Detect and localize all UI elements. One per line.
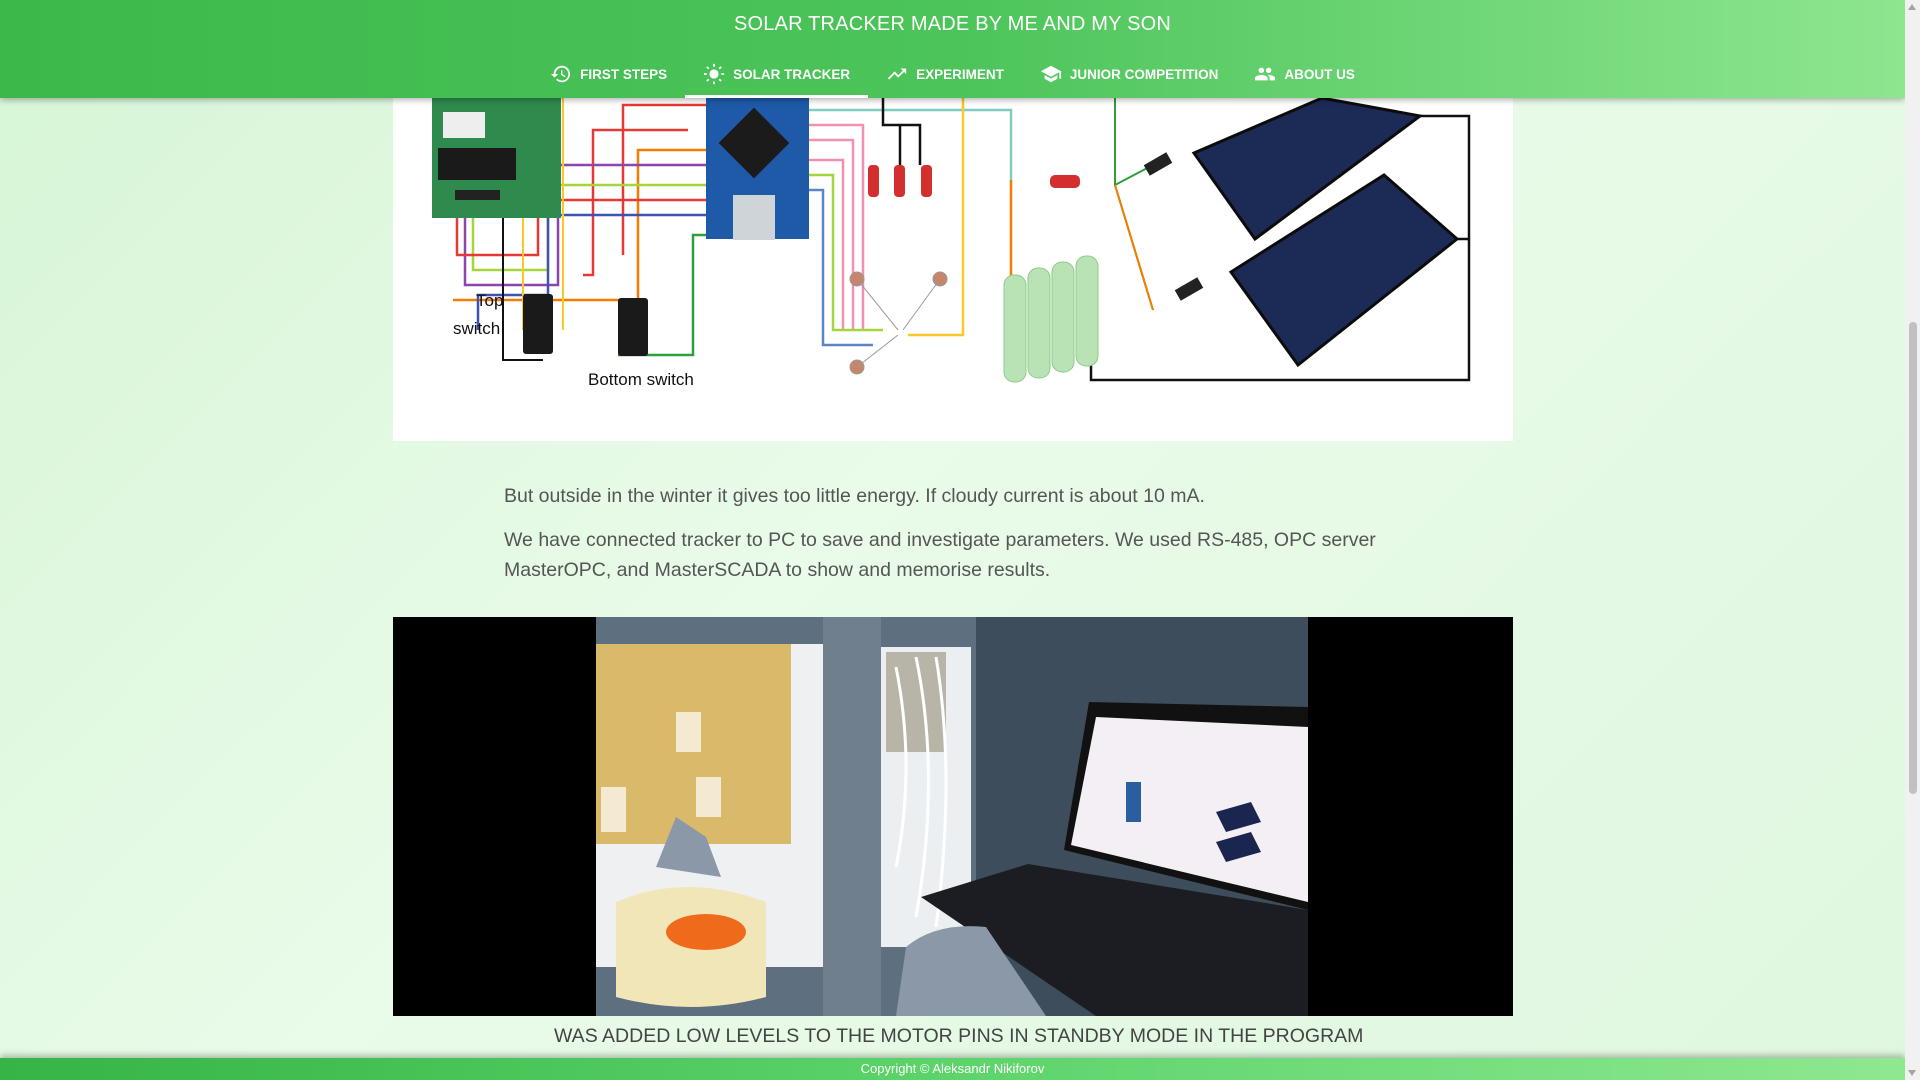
section-heading: WAS ADDED LOW LEVELS TO THE MOTOR PINS I… [554,1025,1364,1047]
nav-about-us[interactable]: ABOUT US [1236,60,1373,98]
scrollbar-thumb[interactable] [1909,322,1917,794]
scroll-up-arrow-icon[interactable] [1908,4,1916,10]
people-icon [1255,67,1276,81]
nav-experiment[interactable]: EXPERIMENT [868,60,1022,98]
wiring-diagram: Top switch Bottom switch [432,96,1471,389]
nav-solar-tracker[interactable]: SOLAR TRACKER [685,60,869,98]
site-header: SOLAR TRACKER MADE BY ME AND MY SON FIRS… [0,0,1905,98]
paragraph: But outside in the winter it gives too l… [504,485,1205,507]
video-frame-tracker-and-laptop [596,617,1308,1016]
nav-first-steps[interactable]: FIRST STEPS [532,60,685,98]
top-switch-label-2: switch [453,319,500,338]
content-text: But outside in the winter it gives too l… [504,481,1434,585]
arduino-nano [706,98,809,240]
nav-junior-competition[interactable]: JUNIOR COMPETITION [1022,60,1237,98]
limit-switches [523,294,648,356]
main-nav: FIRST STEPS SOLAR TRACKER EXPERIMENT JUN… [0,60,1905,98]
history-icon [551,65,571,83]
graduation-cap-icon [1040,65,1061,83]
stepper-driver-board [432,98,561,218]
page-scrollbar[interactable] [1905,0,1920,1080]
sun-icon [704,63,725,85]
trending-up-icon [887,68,907,80]
site-footer: Copyright © Aleksandr Nikiforov [0,1058,1905,1080]
copyright-text: Copyright © Aleksandr Nikiforov [860,1061,1045,1076]
paragraph: We have connected tracker to PC to save … [504,529,1376,581]
diodes [1143,152,1204,301]
bottom-switch-label: Bottom switch [588,370,694,389]
resistors [868,165,1080,197]
batteries [1003,255,1099,383]
photoresistors [849,271,948,375]
site-title: SOLAR TRACKER MADE BY ME AND MY SON [733,13,1172,35]
top-switch-label: Top [476,291,503,310]
scroll-down-arrow-icon[interactable] [1908,1070,1916,1076]
solar-panels [1191,96,1460,368]
video-player[interactable] [393,617,1513,1016]
